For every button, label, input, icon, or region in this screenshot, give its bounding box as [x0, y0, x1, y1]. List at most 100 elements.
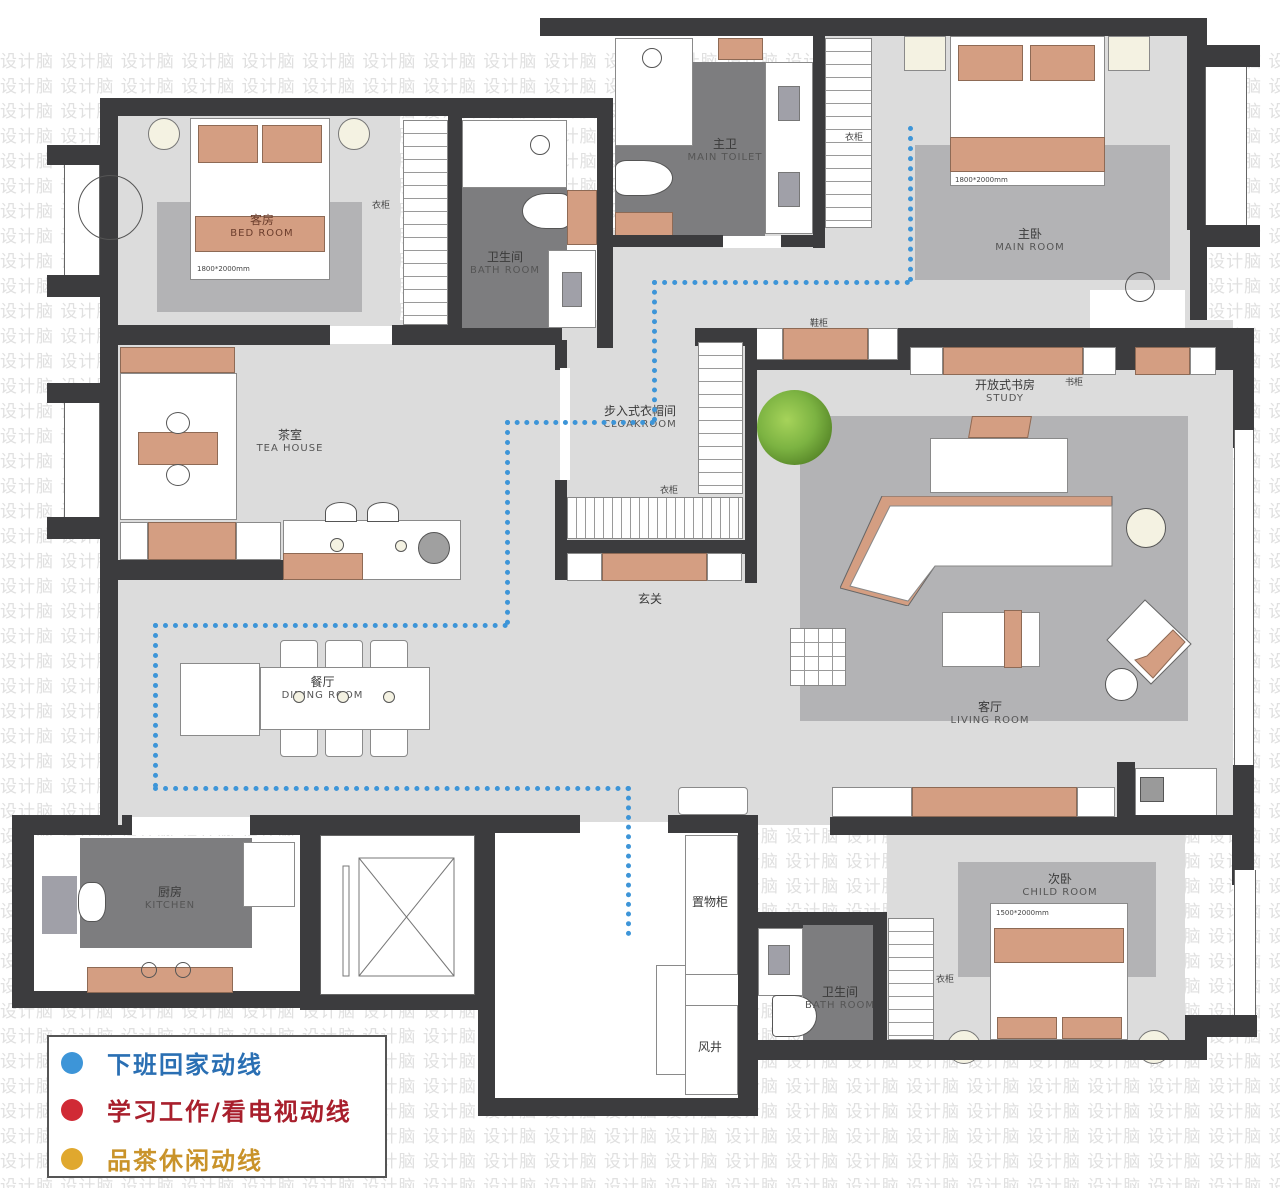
bed-size-guest: 1800*2000mm [197, 265, 250, 273]
legend-label-work-route: 学习工作/看电视动线 [107, 1098, 352, 1126]
wall-entry-left [478, 1005, 495, 1115]
legend-label-home-route: 下班回家动线 [107, 1051, 263, 1079]
label-entrance: 玄关 [637, 592, 662, 606]
route-home-master-v [908, 126, 913, 282]
floor-master-toilet [693, 62, 765, 237]
outer-wall-top-mid [540, 18, 830, 36]
sofa-l-shaped[interactable] [839, 495, 1113, 607]
route-home-hall-v [505, 420, 510, 625]
shower-head-guest [530, 135, 550, 155]
shelf-tea-bottom-r [236, 522, 281, 560]
pillow-child-right [1062, 1017, 1122, 1039]
coffee-table[interactable] [942, 612, 1040, 667]
door-kitchen[interactable] [132, 817, 250, 835]
kitchen-fridge-icon [78, 882, 106, 922]
tv-cabinet[interactable] [912, 787, 1077, 817]
wall-guest-bath-divider [448, 100, 462, 330]
wall-laundry-bottom [1130, 815, 1235, 835]
shelf-entry-l [567, 553, 602, 581]
toilet-master [615, 160, 673, 196]
wardrobe-child[interactable] [888, 918, 934, 1040]
wall-tea-bottom [118, 560, 283, 580]
shelf-guest-bath [567, 190, 597, 245]
yellow-dot-icon [61, 1147, 83, 1170]
wall-left-entry [555, 340, 567, 370]
lounge-chair[interactable] [1105, 598, 1193, 686]
legend-item-home-route: 下班回家动线 [61, 1045, 263, 1080]
wardrobe-guest[interactable] [403, 120, 448, 325]
bed-size-child: 1500*2000mm [996, 909, 1049, 917]
window-living-room [1234, 430, 1254, 770]
route-home-dining-left [153, 623, 158, 788]
ottoman-living [1105, 668, 1138, 701]
wardrobe-master[interactable] [825, 38, 872, 228]
outer-wall-right-win-bot [1185, 225, 1260, 247]
kitchen-cabinet-r [243, 842, 295, 907]
wall-entry-top-r [668, 815, 758, 833]
dining-chair-top-1 [280, 640, 318, 668]
route-home-dining-top [153, 623, 508, 628]
side-lamp-living [1126, 508, 1166, 548]
nightstand-master-left [904, 36, 946, 71]
outer-wall-left-win2b [47, 517, 117, 539]
outer-wall-kitchen-top [12, 815, 122, 835]
tea-table[interactable] [138, 432, 218, 465]
study-chair [968, 416, 1032, 438]
wall-master-toilet-bottom [613, 235, 723, 247]
bar-counter-wood [283, 553, 363, 580]
label-bookcase: 书柜 [1065, 378, 1084, 388]
dining-chair-bot-2 [325, 729, 363, 757]
window-tea-room [64, 403, 100, 517]
legend: 下班回家动线 学习工作/看电视动线 品茶休闲动线 [47, 1035, 387, 1178]
red-dot-icon [61, 1098, 83, 1121]
elevator-shaft [320, 835, 475, 995]
bookcase-study[interactable] [943, 347, 1083, 375]
pendant-light-2 [395, 540, 407, 552]
wall-cloakroom-right [745, 328, 757, 583]
study-desk[interactable] [930, 438, 1068, 493]
outer-wall-right-low [1232, 765, 1254, 885]
label-storage: 置物柜 [691, 895, 728, 909]
shelf-corridor-2 [783, 328, 868, 360]
shelf-study-1 [910, 347, 943, 375]
bed-size-master: 1800*2000mm [955, 176, 1008, 184]
basin-master-2 [778, 172, 800, 207]
wardrobe-cloakroom-v[interactable] [698, 342, 743, 494]
door-guest-bedroom[interactable] [330, 326, 392, 344]
toilet-guest [522, 193, 570, 229]
pendant-light-1 [330, 538, 344, 552]
wall-guest-bottom-right [392, 325, 562, 345]
wall-kitchen-top [122, 815, 132, 835]
stair-steps [656, 965, 686, 1075]
shoe-cabinet-entry[interactable] [602, 553, 707, 581]
dining-chair-top-3 [370, 640, 408, 668]
label-wardrobe-guest: 衣柜 [372, 201, 391, 211]
wardrobe-cloakroom-h[interactable] [567, 497, 743, 539]
legend-item-tea-route: 品茶休闲动线 [61, 1141, 263, 1176]
label-wardrobe-master: 衣柜 [845, 133, 864, 143]
wall-cloakroom-bottom [555, 540, 755, 554]
tv-cabinet-r [1077, 787, 1115, 817]
pillow-master-left [958, 45, 1023, 81]
wall-master-divider [813, 18, 825, 248]
door-master-toilet[interactable] [723, 236, 781, 248]
outer-wall-right-top [1185, 18, 1207, 348]
dining-light-1 [293, 691, 305, 703]
shelf-study-2 [1083, 347, 1116, 375]
dining-sideboard [180, 663, 260, 736]
outer-wall-bottom-left [12, 990, 312, 1008]
shelf-study-4 [1190, 347, 1216, 375]
tea-stool-bottom [166, 464, 190, 486]
blanket-guest [195, 216, 325, 252]
stove-burner-1 [141, 962, 157, 978]
storage-cabinet[interactable] [685, 835, 738, 975]
outer-wall-top-left [100, 98, 545, 116]
coffee-table-wood [1004, 610, 1022, 668]
